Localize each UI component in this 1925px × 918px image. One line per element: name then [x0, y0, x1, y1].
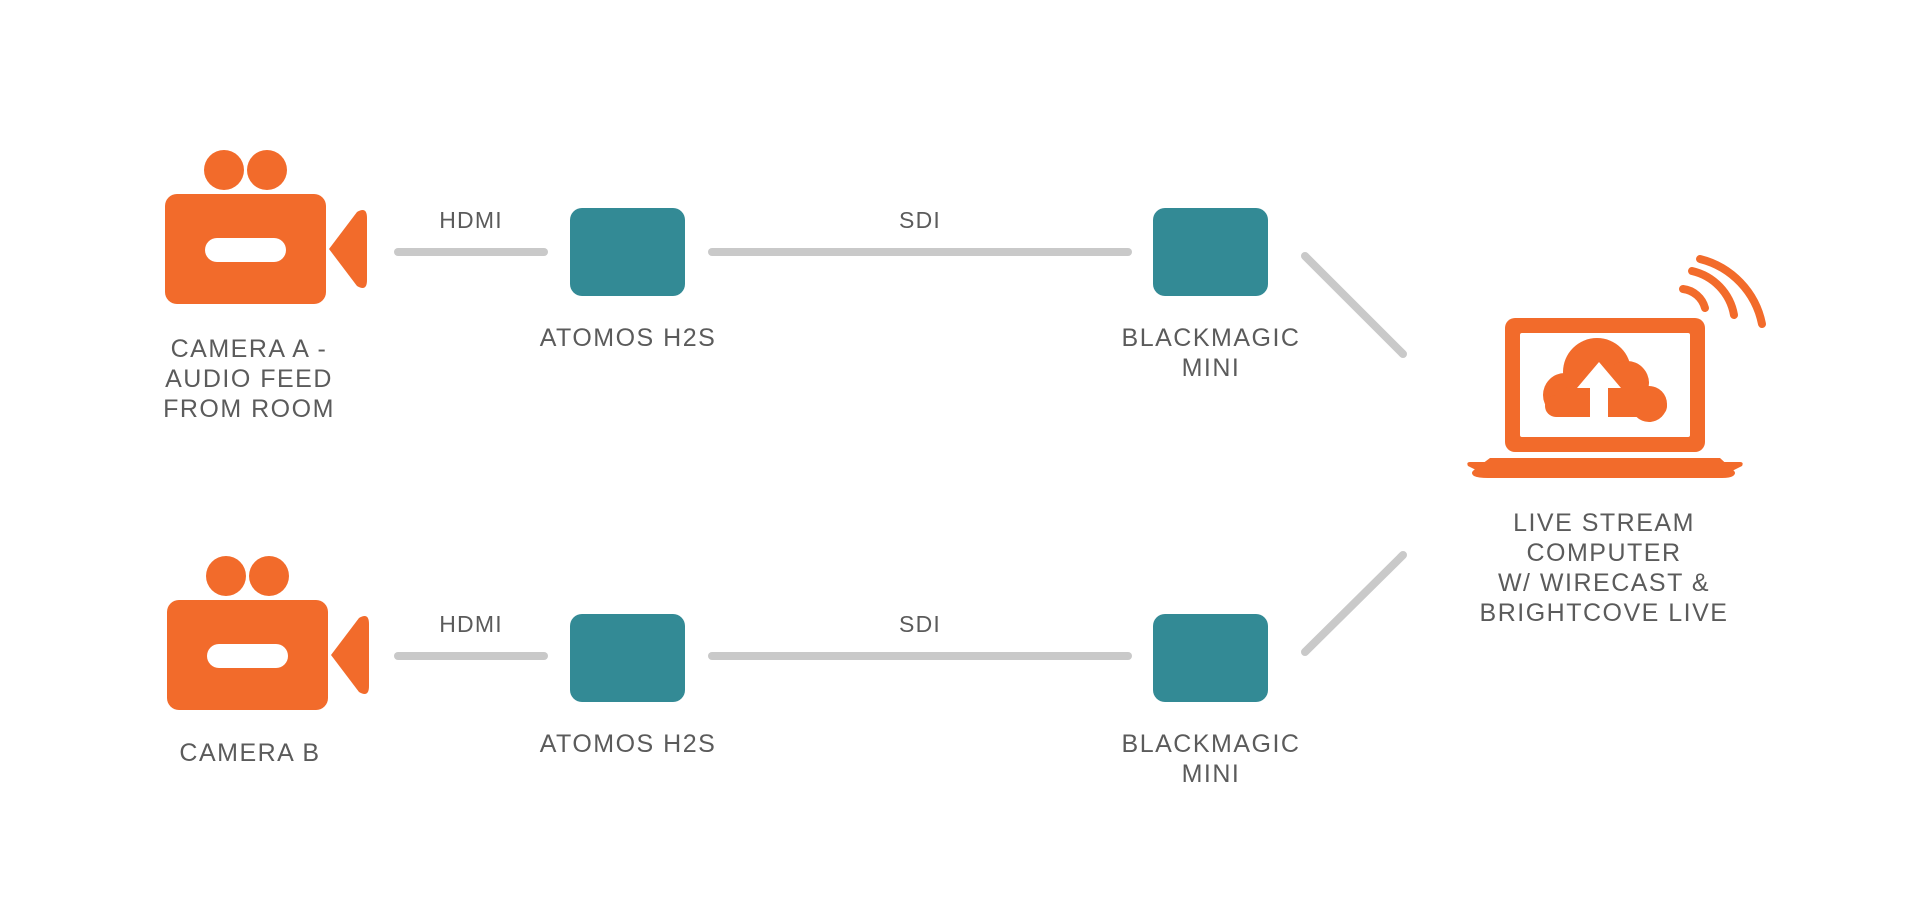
sdi-label-a: SDI — [899, 207, 941, 233]
hdmi-label-b: HDMI — [439, 611, 503, 637]
camera-a-label: CAMERA A - AUDIO FEED FROM ROOM — [163, 335, 335, 423]
blackmagic-converter-a — [1153, 208, 1268, 296]
laptop-cloud-upload-icon — [1467, 318, 1743, 478]
video-camera-icon — [165, 150, 367, 304]
hdmi-label-a: HDMI — [439, 207, 503, 233]
wireless-signal-icon — [1679, 255, 1766, 328]
blackmagic-converter-b — [1153, 614, 1268, 702]
camera-b-label: CAMERA B — [179, 739, 321, 767]
atomos-label-b: ATOMOS H2S — [539, 730, 717, 758]
atomos-recorder-b — [570, 614, 685, 702]
atomos-label-a: ATOMOS H2S — [539, 324, 717, 352]
atomos-recorder-a — [570, 208, 685, 296]
live-stream-computer-label: LIVE STREAM COMPUTER W/ WIRECAST & BRIGH… — [1479, 509, 1729, 627]
sdi-label-b: SDI — [899, 611, 941, 637]
video-camera-icon — [167, 556, 369, 710]
link-line-b — [1301, 551, 1407, 656]
connectors — [394, 248, 1407, 660]
link-line-a — [1301, 252, 1407, 358]
cloud-upload-icon — [1543, 338, 1667, 422]
blackmagic-label-a: BLACKMAGIC MINI — [1121, 324, 1301, 382]
blackmagic-label-b: BLACKMAGIC MINI — [1121, 730, 1301, 788]
